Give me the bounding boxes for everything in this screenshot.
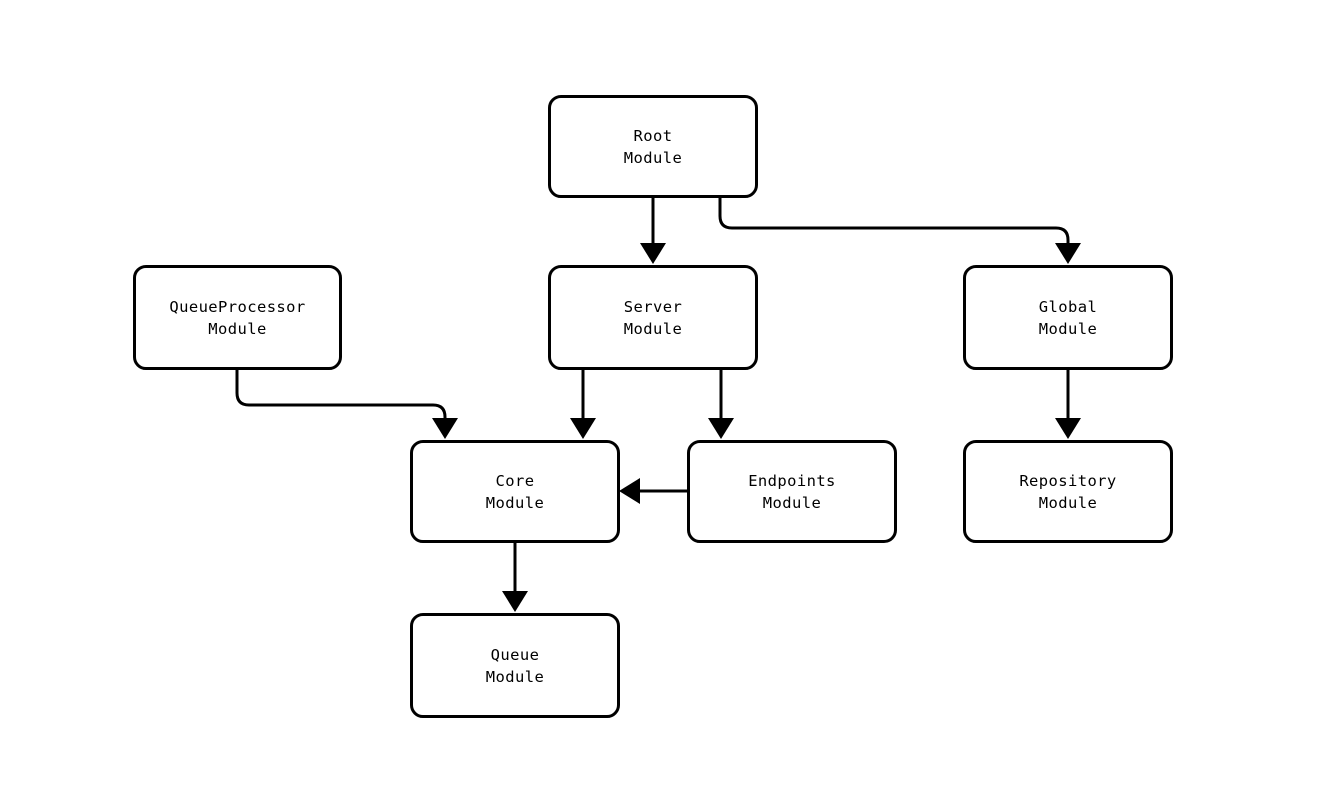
node-repository-module[interactable]: Repository Module (963, 440, 1173, 543)
node-root-module-line2: Module (623, 148, 683, 167)
node-core-module[interactable]: Core Module (410, 440, 620, 543)
node-repository-module-line2: Module (1038, 493, 1098, 512)
node-root-module-line1: Root (633, 126, 673, 145)
node-repository-module-line1: Repository (1019, 471, 1117, 490)
edge-server-endpoints (708, 370, 734, 439)
node-global-module-line1: Global (1038, 297, 1098, 316)
node-global-module[interactable]: Global Module (963, 265, 1173, 370)
node-queue-module-line1: Queue (490, 645, 540, 664)
node-queue-module[interactable]: Queue Module (410, 613, 620, 718)
node-queueprocessor-module-line1: QueueProcessor (169, 297, 306, 316)
edge-endpoints-core (619, 478, 687, 504)
node-queueprocessor-module[interactable]: QueueProcessor Module (133, 265, 342, 370)
node-global-module-line2: Module (1038, 319, 1098, 338)
node-core-module-line1: Core (495, 471, 535, 490)
node-queueprocessor-module-line2: Module (208, 319, 267, 338)
node-root-module[interactable]: Root Module (548, 95, 758, 198)
node-endpoints-module[interactable]: Endpoints Module (687, 440, 897, 543)
edge-server-core (570, 370, 596, 439)
edge-core-queue (502, 543, 528, 612)
node-endpoints-module-line1: Endpoints (748, 471, 836, 490)
node-server-module-line1: Server (623, 297, 683, 316)
edge-root-global (718, 198, 1081, 264)
edge-global-repository (1055, 370, 1081, 439)
edge-queueprocessor-core (235, 370, 458, 439)
node-endpoints-module-line2: Module (762, 493, 822, 512)
edge-root-server (640, 198, 666, 264)
node-server-module[interactable]: Server Module (548, 265, 758, 370)
node-queue-module-line2: Module (485, 667, 545, 686)
node-core-module-line2: Module (485, 493, 545, 512)
node-server-module-line2: Module (623, 319, 683, 338)
